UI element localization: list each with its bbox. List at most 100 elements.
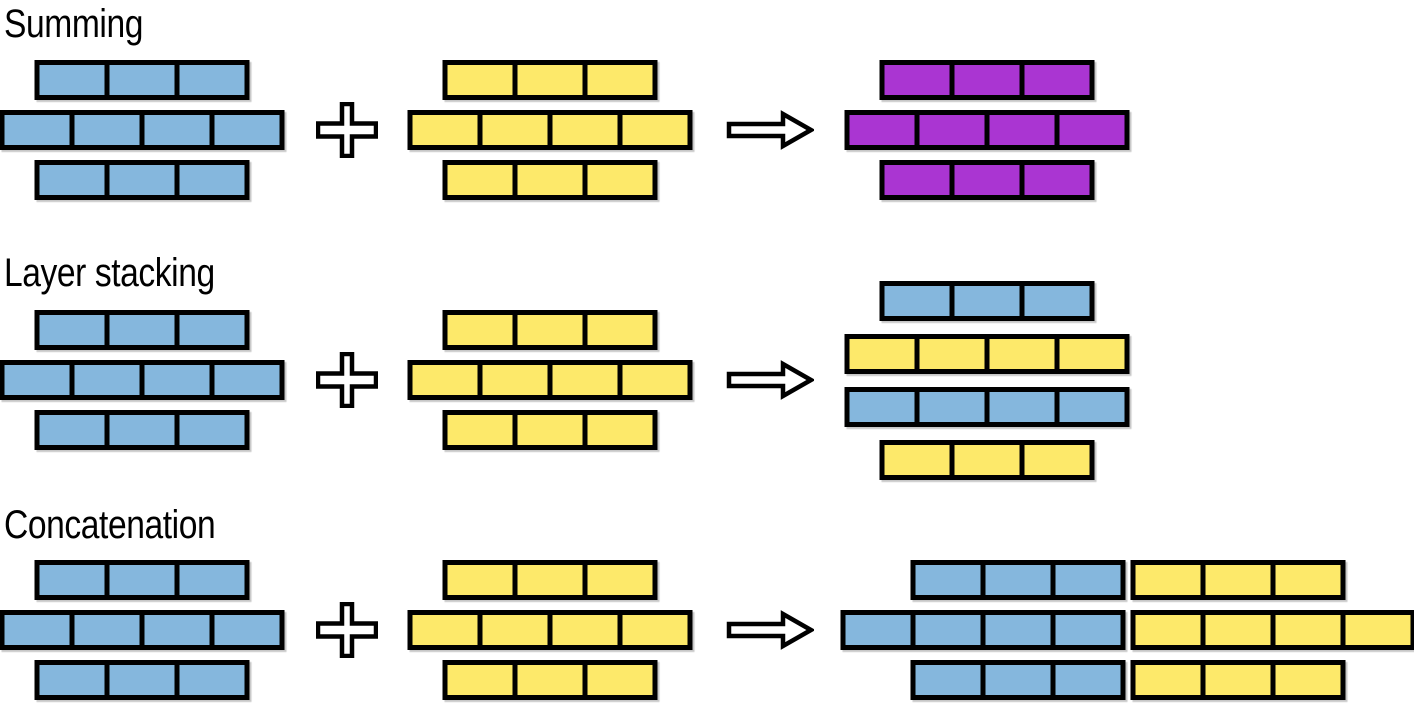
yellow-block-cell	[1205, 615, 1271, 645]
blue-block-cell	[179, 565, 245, 595]
yellow-block-cell	[1345, 615, 1411, 645]
yellow-block-cell	[587, 415, 653, 445]
yellow-block-cell	[447, 65, 513, 95]
yellow-block-row	[442, 60, 658, 100]
blue-block-row	[34, 410, 250, 450]
yellow-block-cell	[517, 165, 583, 195]
yellow-block-cell	[517, 665, 583, 695]
blue-block-row	[844, 387, 1130, 427]
plus-icon	[315, 101, 379, 159]
yellow-block-row	[442, 560, 658, 600]
blue-block-cell	[1055, 565, 1121, 595]
yellow-block-cell	[1275, 615, 1341, 645]
blue-block-cell	[915, 615, 981, 645]
yellow-block-cell	[482, 365, 548, 395]
yellow-block-cell	[517, 315, 583, 345]
block-rowline	[407, 360, 693, 400]
yellow-block-cell	[587, 565, 653, 595]
blue-block-cell	[1055, 665, 1121, 695]
blue-block-cell	[214, 115, 280, 145]
blue-block-cell	[74, 115, 140, 145]
yellow-block-cell	[622, 615, 688, 645]
block-rowline	[34, 160, 250, 200]
yellow-block-cell	[517, 415, 583, 445]
blue-block-cell	[109, 315, 175, 345]
blue-block-cell	[109, 415, 175, 445]
blue-block-cell	[179, 165, 245, 195]
yellow-block-cell	[884, 445, 950, 475]
blue-block-row	[0, 360, 285, 400]
blue-block-cell	[74, 365, 140, 395]
yellow-block-cell	[1059, 339, 1125, 369]
blue-block-row	[879, 281, 1095, 321]
blue-block-row	[34, 60, 250, 100]
blue-block-row	[34, 560, 250, 600]
yellow-block-cell	[1275, 665, 1341, 695]
blue-block-cell	[214, 615, 280, 645]
blue-block-cell	[39, 315, 105, 345]
blue-block-cell	[849, 392, 915, 422]
block-rowline	[34, 660, 250, 700]
blue-block-cell	[985, 565, 1051, 595]
yellow-block-cell	[1135, 665, 1201, 695]
purple-block-cell	[1024, 165, 1090, 195]
block-rowline	[442, 60, 658, 100]
yellow-block-cell	[447, 415, 513, 445]
blue-block-cell	[954, 286, 1020, 316]
block-rowline	[442, 310, 658, 350]
block-rowline	[442, 160, 658, 200]
yellow-block-cell	[1135, 615, 1201, 645]
yellow-block-cell	[1275, 565, 1341, 595]
summing-result-group	[844, 60, 1130, 200]
purple-block-cell	[884, 65, 950, 95]
blue-block-cell	[39, 565, 105, 595]
purple-block-cell	[884, 165, 950, 195]
block-rowline	[0, 610, 285, 650]
blue-block-cell	[109, 565, 175, 595]
yellow-block-row	[1130, 560, 1346, 600]
yellow-block-cell	[412, 365, 478, 395]
yellow-block-cell	[587, 165, 653, 195]
blue-block-row	[910, 560, 1126, 600]
yellow-block-row	[442, 660, 658, 700]
plus-icon	[315, 351, 379, 409]
yellow-block-cell	[482, 115, 548, 145]
blue-block-cell	[179, 415, 245, 445]
right-arrow-icon	[726, 110, 816, 150]
right-arrow-icon-wrapper	[726, 610, 816, 650]
stacking-result-group	[844, 281, 1130, 480]
blue-block-cell	[109, 165, 175, 195]
yellow-block-cell	[552, 615, 618, 645]
summing-operand-b-group	[407, 60, 693, 200]
blue-block-cell	[4, 615, 70, 645]
blue-block-cell	[179, 315, 245, 345]
yellow-block-cell	[919, 339, 985, 369]
blue-block-row	[34, 660, 250, 700]
yellow-block-row	[879, 440, 1095, 480]
yellow-block-row	[1130, 660, 1346, 700]
yellow-block-row	[407, 360, 693, 400]
blue-block-cell	[1059, 392, 1125, 422]
yellow-block-cell	[587, 665, 653, 695]
blue-block-row	[34, 310, 250, 350]
blue-block-cell	[179, 65, 245, 95]
block-rowline	[844, 334, 1130, 374]
yellow-block-cell	[989, 339, 1055, 369]
plus-icon-wrapper	[315, 101, 379, 159]
block-rowline	[910, 660, 1346, 700]
blue-block-cell	[915, 565, 981, 595]
yellow-block-cell	[1205, 665, 1271, 695]
blue-block-cell	[4, 365, 70, 395]
concat-operand-a-group	[0, 560, 285, 700]
blue-block-row	[0, 110, 285, 150]
blue-block-cell	[1024, 286, 1090, 316]
blue-block-cell	[985, 615, 1051, 645]
purple-block-cell	[1024, 65, 1090, 95]
blue-block-cell	[214, 365, 280, 395]
blue-block-cell	[985, 665, 1051, 695]
block-rowline	[34, 310, 250, 350]
purple-block-cell	[954, 65, 1020, 95]
summing-operand-a-group	[0, 60, 285, 200]
block-rowline	[879, 160, 1095, 200]
yellow-block-row	[442, 410, 658, 450]
